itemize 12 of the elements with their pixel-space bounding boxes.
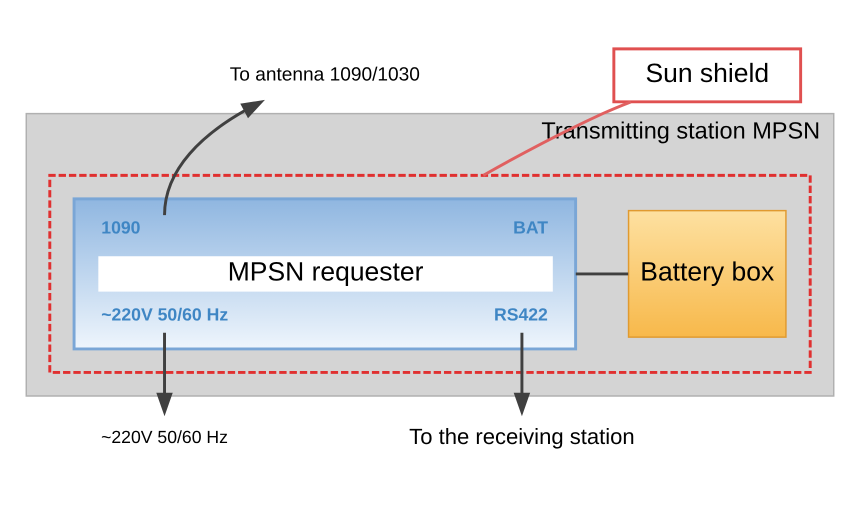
arrow — [163, 100, 265, 216]
connector — [482, 100, 632, 177]
node-box: Battery box — [628, 210, 787, 338]
node-text: To antenna 1090/1030 — [230, 64, 420, 86]
node-text: To the receiving station — [409, 424, 635, 449]
cluster — [48, 174, 812, 374]
node-box: 1090 BAT MPSN requester ~220V 50/60 Hz RS422 — [72, 197, 578, 350]
node-box: Sun shield — [612, 47, 802, 104]
connector — [576, 272, 628, 276]
arrow — [156, 332, 173, 416]
node-text: ~220V 50/60 Hz — [101, 427, 228, 448]
arrow — [514, 332, 530, 416]
